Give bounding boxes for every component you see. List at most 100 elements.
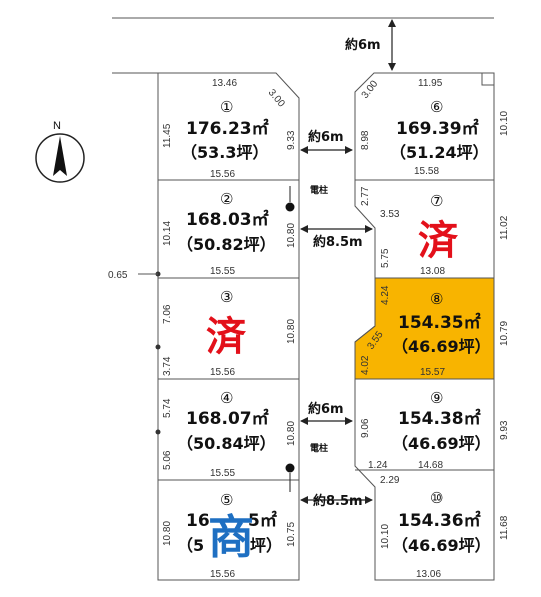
right-block-outline [354,72,495,581]
lot-5-tsubo-b: 坪） [250,536,282,555]
lot-2-area: 168.03㎡ [186,209,269,230]
lot-9-right-dim: 9.93 [499,420,510,440]
lot-1-left-dim: 11.45 [162,123,173,148]
lot-3-bottom-dim: 15.56 [210,367,235,378]
lot-4-left-dim-b: 5.06 [162,450,173,470]
road-width-bottom: 約8.5m [313,493,363,509]
lot-10-left-dim: 10.10 [380,524,391,549]
lot-10-tsubo: （46.69坪） [392,536,491,555]
utility-pole-icon [285,463,295,473]
utility-pole-icon [285,202,295,212]
lot-4-tsubo: （50.84坪） [177,434,276,453]
lot-6-right-dim: 10.10 [499,111,510,136]
lot-9-bottom-dim: 14.68 [418,460,443,471]
road-arrow-bottom-left [300,496,308,504]
lot-1-bottom-dim: 15.56 [210,169,235,180]
lot-10-jog-dim: 2.29 [380,475,400,486]
lot-7-right-dim: 11.02 [499,215,510,240]
utility-pole-label: 電柱 [310,184,328,196]
lot-5-area-b: 5㎡ [248,510,277,531]
lot-6-corner-dim: 3.00 [360,78,381,100]
left-block-outline [157,72,300,581]
road-arrow-upper-left [300,146,308,154]
lot-7-left-dim-a: 2.77 [360,186,371,206]
north-road-arrow-head-top [388,19,396,27]
road-arrow-upper-right [345,146,353,154]
lot-3-left-dim-a: 7.06 [162,304,173,324]
lot-10-area: 154.36㎡ [398,510,481,531]
lot-8-number: ⑧ [430,290,443,308]
lot-1-number: ① [220,98,233,116]
road-width-lower: 約6m [308,401,344,417]
lot-10-bottom-dim: 13.06 [416,569,441,580]
lot-9-tsubo: （46.69坪） [392,434,491,453]
boundary-dot [155,344,161,350]
lot-4-area: 168.07㎡ [186,408,269,429]
lot-9-number: ⑨ [430,389,443,407]
north-arrow-icon: N [35,120,85,183]
lot-5-area-a: 16 [186,511,210,531]
boundary-dot [155,429,161,435]
north-label: N [53,120,61,132]
lot-8-bottom-dim: 15.57 [420,367,445,378]
lot-1-tsubo: （53.3坪） [181,143,268,162]
lot-6-corner-marker [481,72,495,86]
lot-6-tsubo: （51.24坪） [390,143,489,162]
lot-2-tsubo: （50.82坪） [177,235,276,254]
utility-pole-label: 電柱 [310,442,328,454]
lot-1-right-dim: 9.33 [286,130,297,150]
lot-6-left-dim: 8.98 [360,130,371,150]
lot-2-bottom-dim: 15.55 [210,266,235,277]
road-width-mid: 約8.5m [313,234,363,250]
lot-6-number: ⑥ [430,98,443,116]
road-width-upper: 約6m [308,129,344,145]
lot-9-area: 154.38㎡ [398,408,481,429]
lot-4-bottom-dim: 15.55 [210,468,235,479]
lot-2-left-dim: 10.14 [162,221,173,246]
lot-5-right-dim: 10.75 [286,522,297,547]
lot-4-right-dim: 10.80 [286,421,297,446]
lot-3-sold-mark: 済 [206,314,247,360]
lot-6-bottom-dim: 15.58 [414,166,439,177]
road-arrow-mid-left [300,225,308,233]
lot-6-top-dim: 11.95 [418,78,443,89]
lot-7-left-dim-b: 5.75 [380,248,391,268]
north-road-arrow-head-bottom [388,63,396,71]
lot-8-area: 154.35㎡ [398,312,481,333]
lot-2-number: ② [220,190,233,208]
lot-8-tsubo: （46.69坪） [392,337,491,356]
lot-4-number: ④ [220,389,233,407]
lot-5-number: ⑤ [220,491,233,509]
lot-8-right-dim: 10.79 [499,321,510,346]
lot-4-left-dim-a: 5.74 [162,398,173,418]
lot-7-jog-dim: 3.53 [380,209,400,220]
road-arrow-lower-left [300,417,308,425]
lot-3-right-dim: 10.80 [286,319,297,344]
lot-5-shop-mark: 商 [208,510,254,564]
road-arrow-bottom-right [365,496,373,504]
lot-10-right-dim: 11.68 [499,515,510,540]
lot-7-bottom-dim: 13.08 [420,266,445,277]
lot-8-left-dim-b: 4.02 [360,355,371,375]
lot-7-number: ⑦ [430,192,443,210]
lot-1-area: 176.23㎡ [186,118,269,139]
lot-3-outer-offset: 0.65 [108,270,128,281]
lot-3-left-dim-b: 3.74 [162,356,173,376]
lot-5-bottom-dim: 15.56 [210,569,235,580]
lot-3-number: ③ [220,288,233,306]
lot-6-area: 169.39㎡ [396,118,479,139]
lot-5-left-dim: 10.80 [162,521,173,546]
lot-10-number: ⑩ [430,489,443,507]
road-arrow-lower-right [345,417,353,425]
road-arrow-mid-right [365,225,373,233]
lot-2-right-dim: 10.80 [286,223,297,248]
lot-9-jog-dim: 1.24 [368,460,388,471]
north-road-width: 約6m [345,37,381,53]
lot-9-left-dim: 9.06 [360,418,371,438]
lot-5-tsubo-a: （5 [177,536,204,555]
lot-1-corner-dim: 3.00 [266,87,287,109]
lot-7-sold-mark: 済 [418,218,459,264]
lot-8-left-dim-a: 4.24 [380,285,391,305]
lot-1-top-dim: 13.46 [212,78,237,89]
